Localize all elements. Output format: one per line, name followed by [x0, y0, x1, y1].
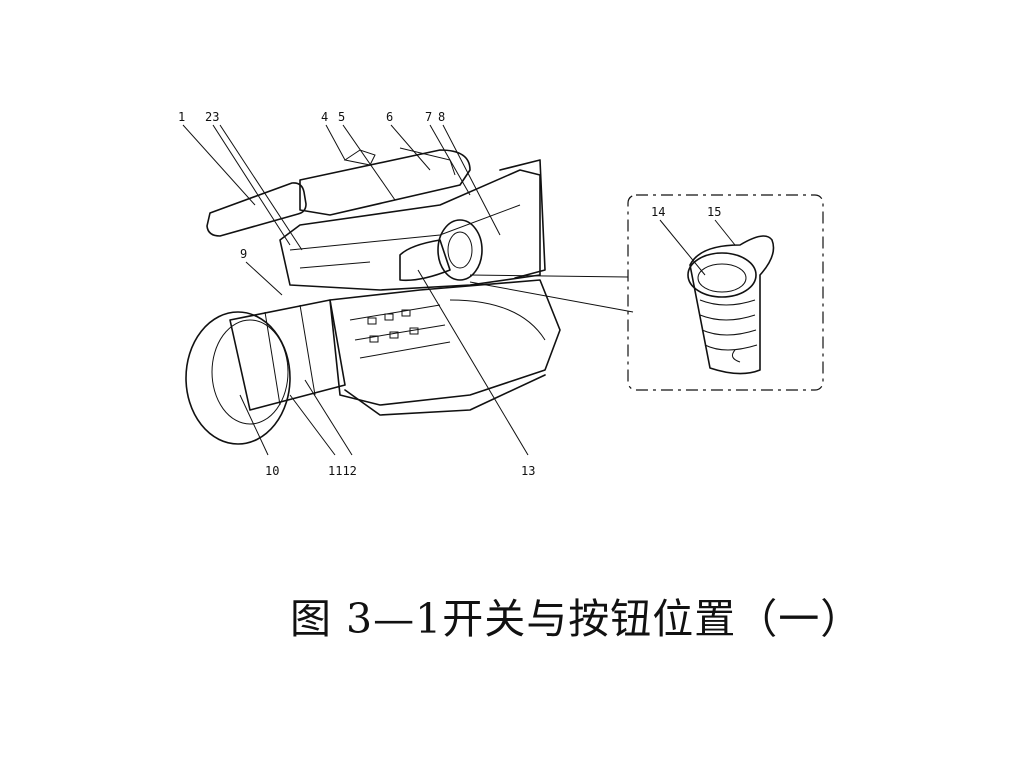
- eyecup-detail-inset: [627, 194, 824, 391]
- callout-4: 4: [321, 110, 328, 124]
- callout-23: 23: [205, 110, 219, 124]
- callout-10: 10: [265, 464, 279, 478]
- callout-9: 9: [240, 247, 247, 261]
- detail-leader-bottom: [469, 281, 634, 313]
- upper-body: [279, 169, 541, 291]
- lens-hood: [185, 311, 291, 445]
- callout-1: 1: [178, 110, 185, 124]
- callout-15: 15: [707, 205, 721, 219]
- callout-7: 7: [425, 110, 432, 124]
- callout-leaders: [182, 124, 736, 456]
- callout-5: 5: [338, 110, 345, 124]
- viewfinder: [437, 219, 483, 281]
- detail-leader-top: [469, 274, 629, 278]
- microphone: [206, 182, 307, 237]
- camcorder-illustration: [185, 147, 561, 445]
- top-handle: [299, 149, 471, 216]
- eyecup: [689, 235, 775, 375]
- callout-14: 14: [651, 205, 665, 219]
- callout-1112: 1112: [328, 464, 357, 478]
- callout-8: 8: [438, 110, 445, 124]
- figure-caption: 图 3—1开关与按钮位置（一）: [290, 595, 863, 643]
- callout-13: 13: [521, 464, 535, 478]
- callout-6: 6: [386, 110, 393, 124]
- lower-body: [329, 279, 561, 406]
- lens-barrel: [229, 299, 346, 411]
- inset-frame: [627, 194, 824, 391]
